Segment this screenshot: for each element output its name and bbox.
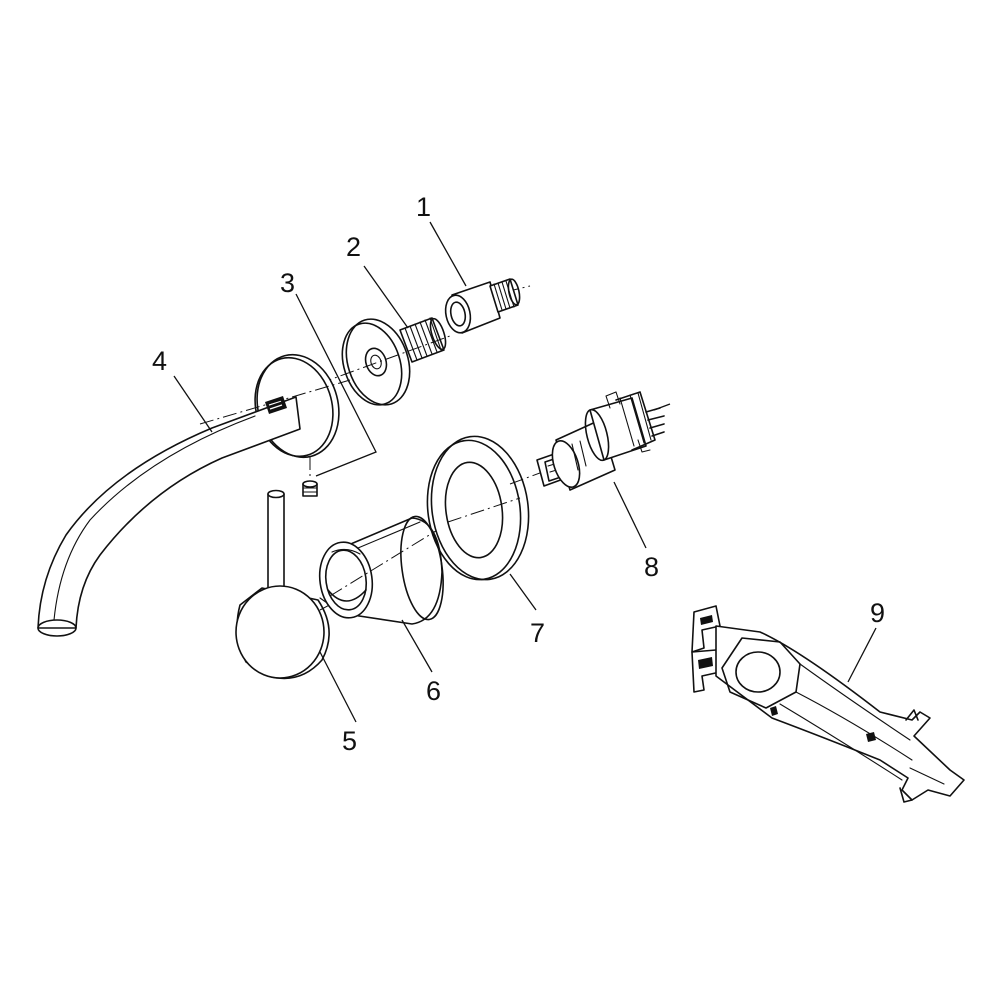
leader-9 (847, 627, 877, 683)
callout-2: 2 (346, 232, 361, 262)
leader-7 (509, 573, 537, 611)
callout-labels: 1 2 3 4 5 6 7 8 9 (152, 192, 885, 756)
part-8-cartridge (509, 391, 671, 491)
callout-3: 3 (280, 268, 295, 298)
leader-3 (295, 293, 377, 477)
part-5-lever-handle (235, 489, 351, 680)
callout-6: 6 (426, 676, 441, 706)
leader-2 (363, 265, 409, 329)
leader-5 (319, 651, 357, 723)
callout-1: 1 (416, 192, 431, 222)
part-9-service-tool (691, 605, 965, 803)
part-1-connector (444, 278, 531, 334)
callout-8: 8 (644, 552, 659, 582)
leader-1 (429, 221, 467, 287)
leader-8 (613, 481, 647, 549)
part-3-grub-screw (302, 456, 318, 497)
part-7-cover-ring (426, 435, 530, 581)
callout-9: 9 (870, 598, 885, 628)
part-6-sleeve (318, 509, 471, 625)
part-2-flange-adapter (317, 317, 451, 406)
leader-6 (401, 619, 433, 673)
callout-4: 4 (152, 346, 167, 376)
leader-lines (173, 221, 877, 723)
callout-5: 5 (342, 726, 357, 756)
part-4-wall-spout (37, 353, 351, 637)
callout-7: 7 (530, 618, 545, 648)
leader-4 (173, 375, 213, 433)
